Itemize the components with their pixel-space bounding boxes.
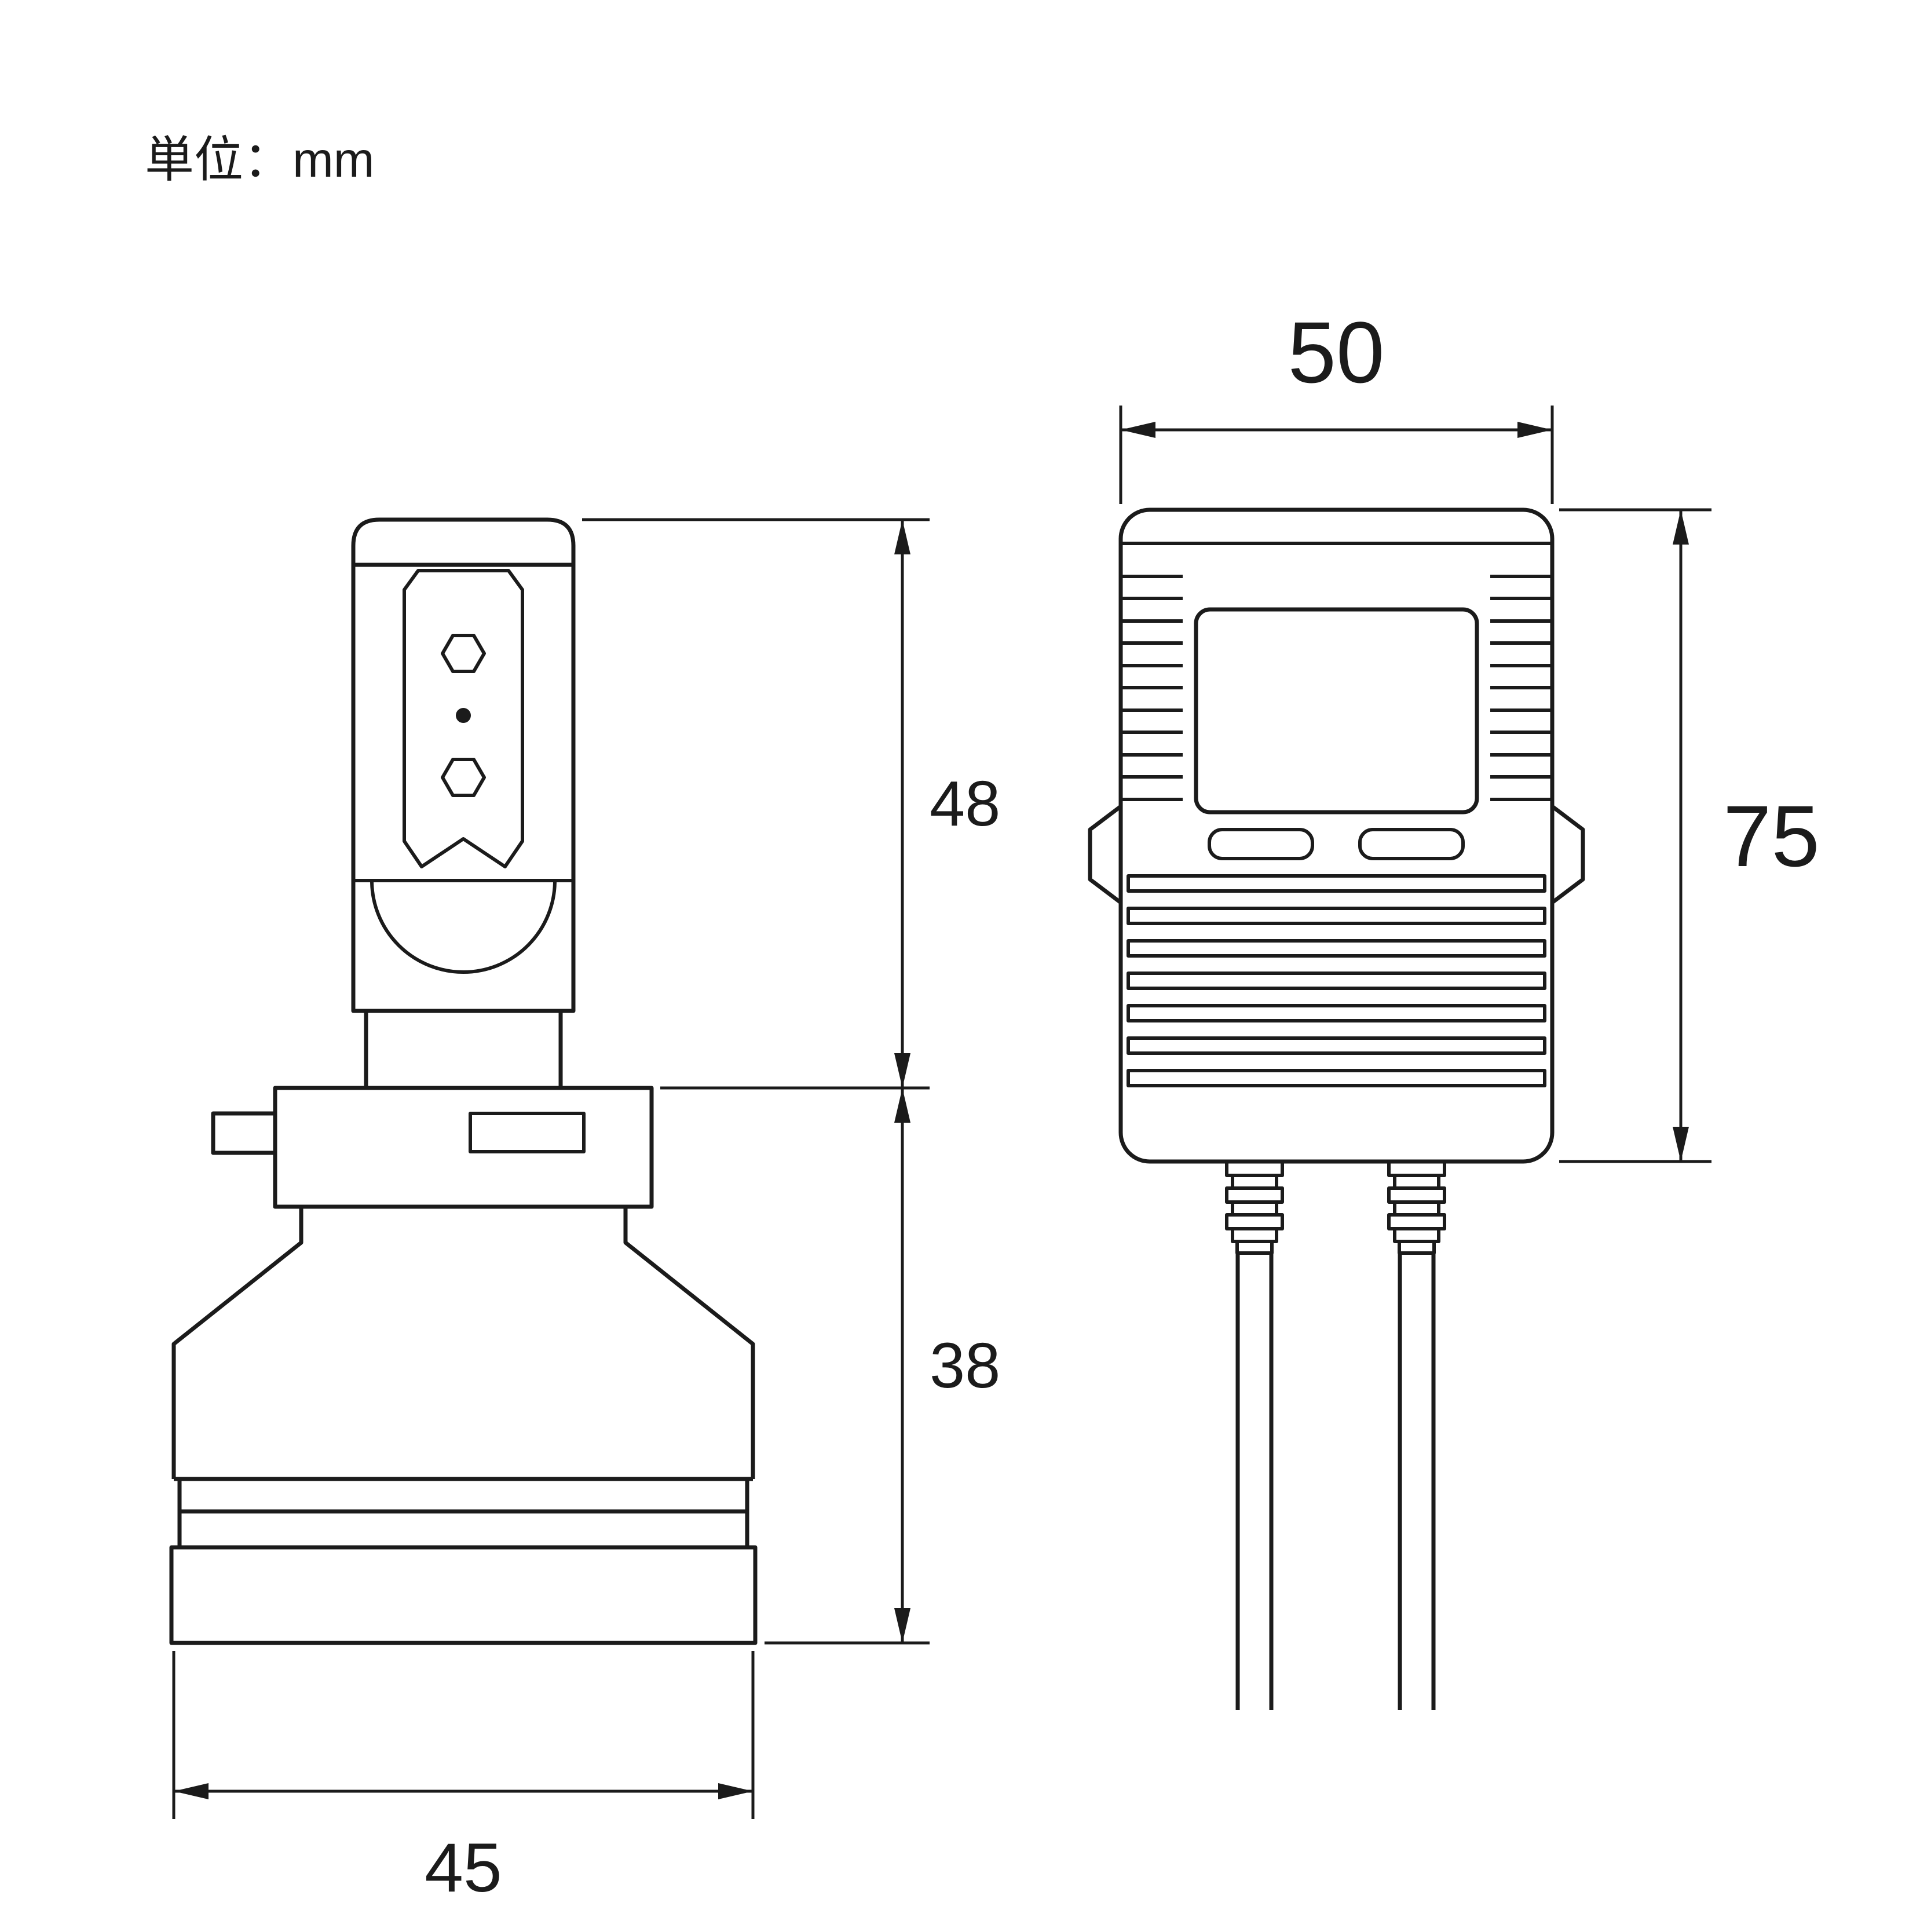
vent-slot-right bbox=[1358, 828, 1465, 860]
base-taper-left bbox=[171, 1207, 303, 1479]
led-chip-icon bbox=[441, 634, 486, 673]
arrow-right-icon bbox=[1517, 422, 1552, 438]
bulb-top-cap bbox=[351, 517, 576, 567]
arrow-down-icon bbox=[894, 1608, 910, 1643]
arrow-left-icon bbox=[1121, 422, 1155, 438]
cable-strain-relief bbox=[1387, 1160, 1446, 1255]
dim-label-45: 45 bbox=[425, 1829, 502, 1907]
flange-left-tab bbox=[211, 1111, 277, 1155]
base-ring-2 bbox=[177, 1509, 749, 1550]
dim-label-75: 75 bbox=[1723, 787, 1820, 885]
cable-wire bbox=[1398, 1253, 1436, 1710]
left-mounting-ear bbox=[1088, 805, 1122, 904]
arrow-left-icon bbox=[174, 1783, 209, 1799]
vent-slot-left bbox=[1208, 828, 1314, 860]
bulb-flange bbox=[273, 1086, 654, 1209]
cable-wire bbox=[1235, 1253, 1274, 1710]
base-taper-right bbox=[623, 1207, 755, 1479]
arrow-right-icon bbox=[718, 1783, 753, 1799]
driver-dimensions: 50 75 bbox=[1119, 304, 1820, 1163]
dome-arc bbox=[370, 880, 557, 974]
right-mounting-ear bbox=[1550, 805, 1585, 904]
driver-housing bbox=[1118, 507, 1555, 1164]
base-ring-3 bbox=[169, 1545, 758, 1645]
led-strip bbox=[403, 569, 524, 868]
led-chip-icon bbox=[441, 758, 486, 797]
arrow-up-icon bbox=[894, 1088, 910, 1123]
cable-strain-relief bbox=[1225, 1160, 1284, 1255]
arrow-down-icon bbox=[894, 1053, 910, 1088]
lower-ribs bbox=[1127, 874, 1546, 1087]
dim-label-50: 50 bbox=[1288, 304, 1385, 401]
driver-label-window bbox=[1194, 607, 1479, 815]
bulb-body bbox=[351, 563, 576, 1013]
unit-label: 単位：mm bbox=[145, 133, 375, 188]
led-center-dot bbox=[456, 708, 471, 723]
dim-label-48: 48 bbox=[930, 768, 1000, 839]
arrow-up-icon bbox=[1673, 510, 1689, 545]
bulb-side-view bbox=[169, 517, 758, 1645]
arrow-up-icon bbox=[894, 520, 910, 554]
flange-slot bbox=[469, 1112, 586, 1153]
left-fins bbox=[1121, 575, 1183, 801]
driver-front-view bbox=[1088, 507, 1585, 1710]
arrow-down-icon bbox=[1673, 1127, 1689, 1162]
base-ring-1 bbox=[177, 1477, 749, 1514]
dim-label-38: 38 bbox=[930, 1330, 1000, 1401]
right-fins bbox=[1490, 575, 1552, 801]
bulb-dimensions: 48 38 45 bbox=[172, 518, 1000, 1907]
